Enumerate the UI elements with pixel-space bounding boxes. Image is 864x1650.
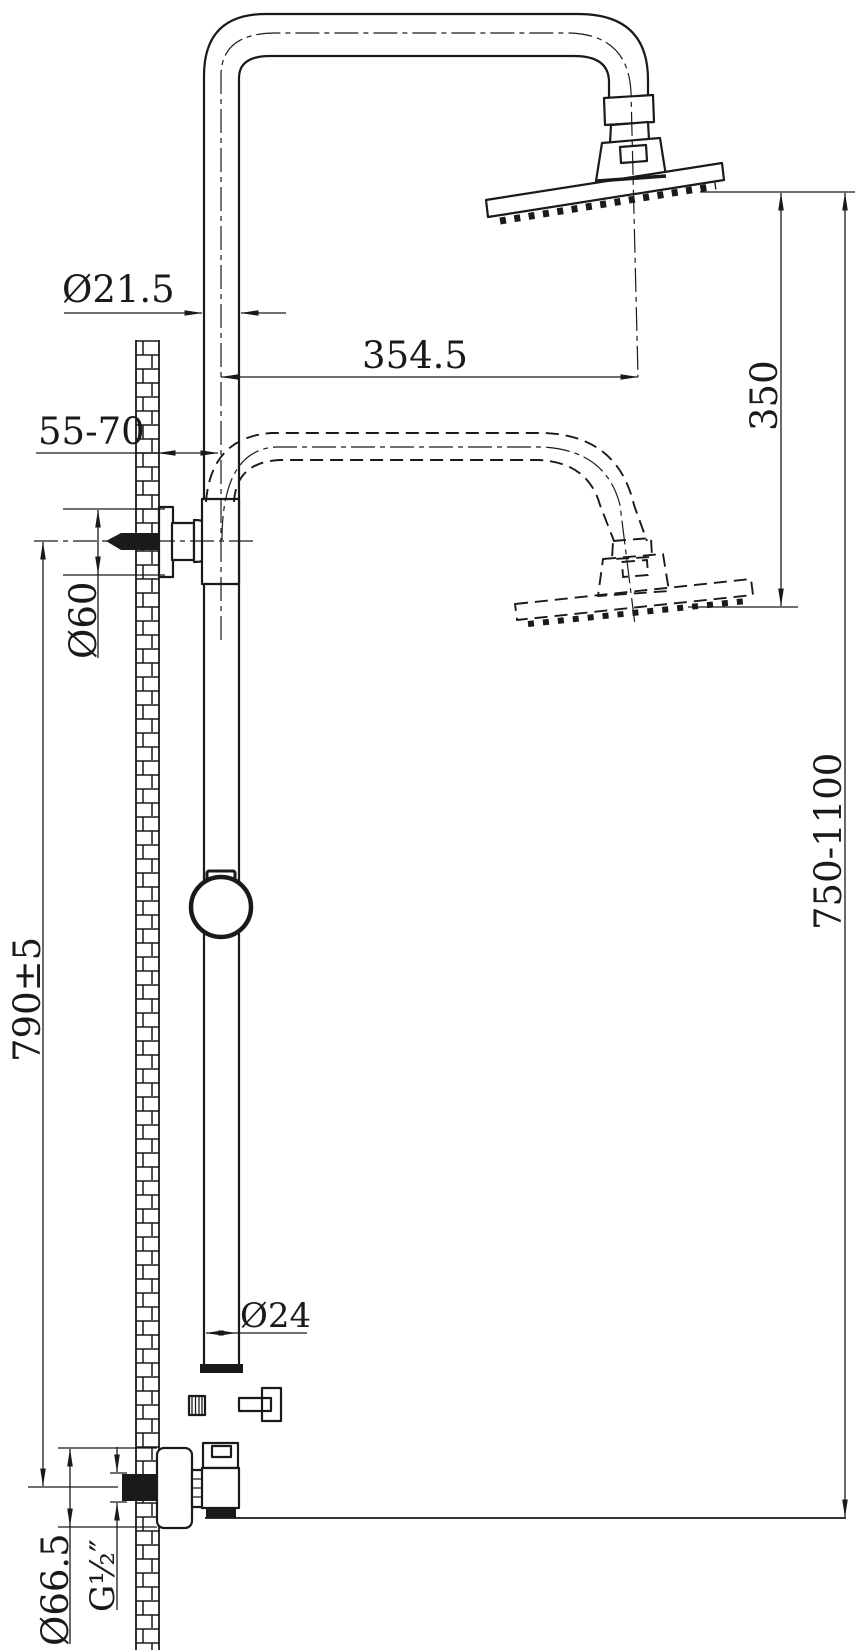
- dim-label-escutcheon-diameter: Ø66.5: [34, 1533, 77, 1646]
- dimension-riser-height: 790±5: [6, 541, 118, 1488]
- diverter-knob: [260, 1386, 283, 1423]
- dimension-arm-reach: 354.5: [220, 334, 639, 380]
- head-nut: [602, 93, 656, 127]
- wall-supply-pipe: [122, 1474, 157, 1501]
- bracket-screw: [106, 533, 160, 550]
- inlet-outlet: [206, 1508, 236, 1518]
- dim-label-bracket-diameter: Ø60: [62, 582, 105, 659]
- dimension-overall-height: 750-1100: [807, 192, 850, 1518]
- dim-label-head-height-adjust: 350: [743, 360, 786, 431]
- riser-pipe-and-upper-arm: [202, 12, 650, 1368]
- dimension-escutcheon-diameter: Ø66.5: [34, 1447, 157, 1646]
- dimension-wall-offset: 55-70: [36, 410, 219, 456]
- dimension-head-pipe-diameter: Ø21.5: [62, 268, 286, 316]
- inlet-escutcheon: [155, 1446, 194, 1530]
- dim-label-arm-reach: 354.5: [362, 334, 468, 377]
- upper-shower-head: [484, 93, 726, 225]
- dim-label-overall-height: 750-1100: [807, 753, 850, 930]
- dimension-inlet-thread: G½″: [83, 1447, 127, 1612]
- phantom-lower-arm: [205, 432, 754, 627]
- slider-ring: [188, 869, 254, 940]
- phantom-head-nozzles: [527, 598, 747, 627]
- dim-label-riser-diameter: Ø24: [240, 1296, 311, 1336]
- dimension-riser-diameter: Ø24: [205, 1296, 311, 1336]
- left-valve-knob: [187, 1394, 207, 1417]
- dim-label-riser-height: 790±5: [6, 937, 49, 1062]
- inlet-body: [200, 1466, 241, 1510]
- dim-label-head-pipe-diameter: Ø21.5: [62, 268, 175, 311]
- dimension-head-height-adjust: 350: [688, 191, 855, 608]
- wall-section: [135, 340, 160, 1650]
- diverter-assembly: [187, 1364, 283, 1470]
- dim-label-wall-offset: 55-70: [38, 410, 145, 453]
- dim-label-inlet-thread: G½″: [83, 1539, 123, 1612]
- dimension-bracket-diameter: Ø60: [62, 508, 165, 659]
- water-inlet-assembly: [122, 1446, 846, 1530]
